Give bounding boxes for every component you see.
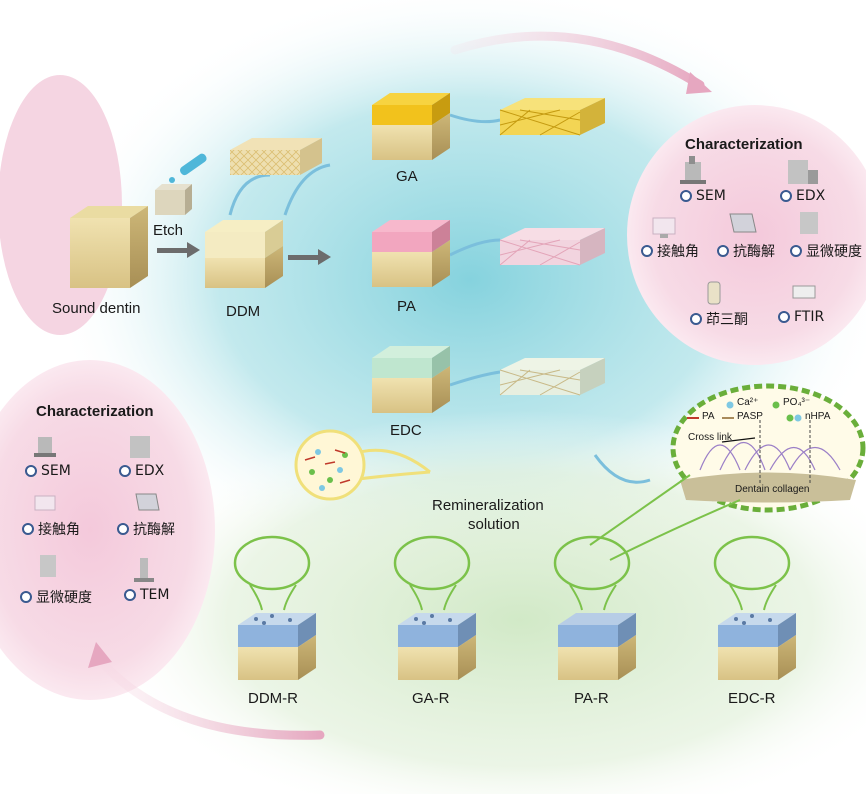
inset-connector-2 bbox=[609, 499, 741, 561]
arrow-ddm-to-crosslink bbox=[288, 249, 331, 265]
microhardness-icon bbox=[800, 212, 818, 234]
char-right-ftir: FTIR bbox=[778, 309, 824, 325]
collagen-inset bbox=[670, 383, 866, 513]
edx-icon bbox=[788, 160, 818, 184]
char-right-microhardness: 显微硬度 bbox=[790, 241, 862, 261]
pa-r-label: PA-R bbox=[574, 690, 609, 707]
swoop-pa bbox=[449, 238, 501, 257]
contact-angle-icon-left bbox=[34, 495, 56, 511]
char-right-title: Characterization bbox=[685, 136, 803, 153]
char-right-sem: SEM bbox=[680, 188, 726, 204]
char-right-enzyme: 抗酶解 bbox=[717, 241, 775, 261]
char-left-contact-angle: 接触角 bbox=[22, 519, 80, 539]
inset-po: PO₄³⁻ bbox=[783, 397, 811, 408]
char-left-sem: SEM bbox=[25, 463, 71, 479]
char-left-tem: TEM bbox=[124, 587, 169, 603]
char-right-contact-angle: 接触角 bbox=[641, 241, 699, 261]
edx-icon-left bbox=[130, 436, 150, 458]
ftir-icon bbox=[792, 285, 816, 299]
etch-label: Etch bbox=[153, 222, 184, 239]
ga-scaffold bbox=[499, 98, 605, 136]
char-left-title: Characterization bbox=[36, 403, 154, 420]
ninhydrin-icon bbox=[707, 281, 721, 305]
char-left-microhardness: 显微硬度 bbox=[20, 587, 92, 607]
inset-ca: Ca²⁺ bbox=[737, 397, 759, 408]
ddm-cube bbox=[205, 220, 283, 288]
solution-label: solution bbox=[468, 516, 520, 533]
sem-icon bbox=[680, 156, 706, 184]
pa-r-group bbox=[553, 535, 636, 680]
inset-cross-link: Cross link bbox=[688, 432, 732, 443]
swoop-inset bbox=[593, 454, 651, 484]
sound-dentin-cube bbox=[70, 206, 148, 288]
inset-collagen: Dentain collagen bbox=[735, 484, 810, 495]
edc-scaffold bbox=[499, 358, 605, 396]
char-right-edx: EDX bbox=[780, 188, 825, 204]
microhardness-icon-left bbox=[40, 555, 56, 577]
contact-angle-icon bbox=[652, 217, 676, 238]
swoop-ddm-scaffold-2 bbox=[283, 163, 331, 216]
ddm-r-label: DDM-R bbox=[248, 690, 298, 707]
pa-label: PA bbox=[397, 298, 416, 315]
edc-r-group bbox=[713, 535, 796, 680]
ga-label: GA bbox=[396, 168, 418, 185]
pa-scaffold bbox=[499, 228, 605, 266]
remineralization-bubble bbox=[294, 429, 431, 501]
edc-cube bbox=[372, 346, 450, 413]
bottom-arrowhead bbox=[88, 642, 112, 668]
char-left-enzyme: 抗酶解 bbox=[117, 519, 175, 539]
char-right-ninhydrin: 茚三酮 bbox=[690, 309, 748, 329]
edc-r-label: EDC-R bbox=[728, 690, 776, 707]
ga-r-group bbox=[393, 535, 476, 680]
char-left-backdrop bbox=[0, 360, 215, 700]
bottom-curved-arrow bbox=[95, 655, 325, 740]
sound-dentin-label: Sound dentin bbox=[52, 300, 141, 317]
top-arrowhead bbox=[686, 72, 712, 94]
ddm-scaffold-preview bbox=[230, 138, 322, 175]
sound-dentin-backdrop bbox=[0, 75, 122, 335]
green-background-glow bbox=[100, 410, 866, 794]
ddm-r-group bbox=[233, 535, 316, 680]
swoop-edc bbox=[449, 370, 501, 387]
enzyme-icon-left bbox=[135, 493, 160, 511]
inset-pasp: PASP bbox=[737, 411, 763, 422]
arrow-sound-to-ddm bbox=[157, 242, 200, 258]
pa-cube bbox=[372, 220, 450, 287]
char-left-edx: EDX bbox=[119, 463, 164, 479]
remineralization-label: Remineralization bbox=[432, 497, 544, 514]
edc-label: EDC bbox=[390, 422, 422, 439]
enzyme-icon bbox=[729, 213, 757, 233]
inset-pa: PA bbox=[702, 411, 715, 422]
tem-icon-left bbox=[134, 558, 154, 582]
ga-cube bbox=[372, 93, 450, 160]
inset-nhpa: nHPA bbox=[805, 411, 831, 422]
top-curved-arrow bbox=[450, 31, 705, 90]
ddm-label: DDM bbox=[226, 303, 261, 320]
swoop-ddm-scaffold bbox=[228, 173, 271, 216]
swoop-ga bbox=[449, 113, 501, 124]
ga-r-label: GA-R bbox=[412, 690, 450, 707]
etch-bottle-icon bbox=[155, 153, 207, 215]
sem-icon-left bbox=[34, 437, 56, 457]
